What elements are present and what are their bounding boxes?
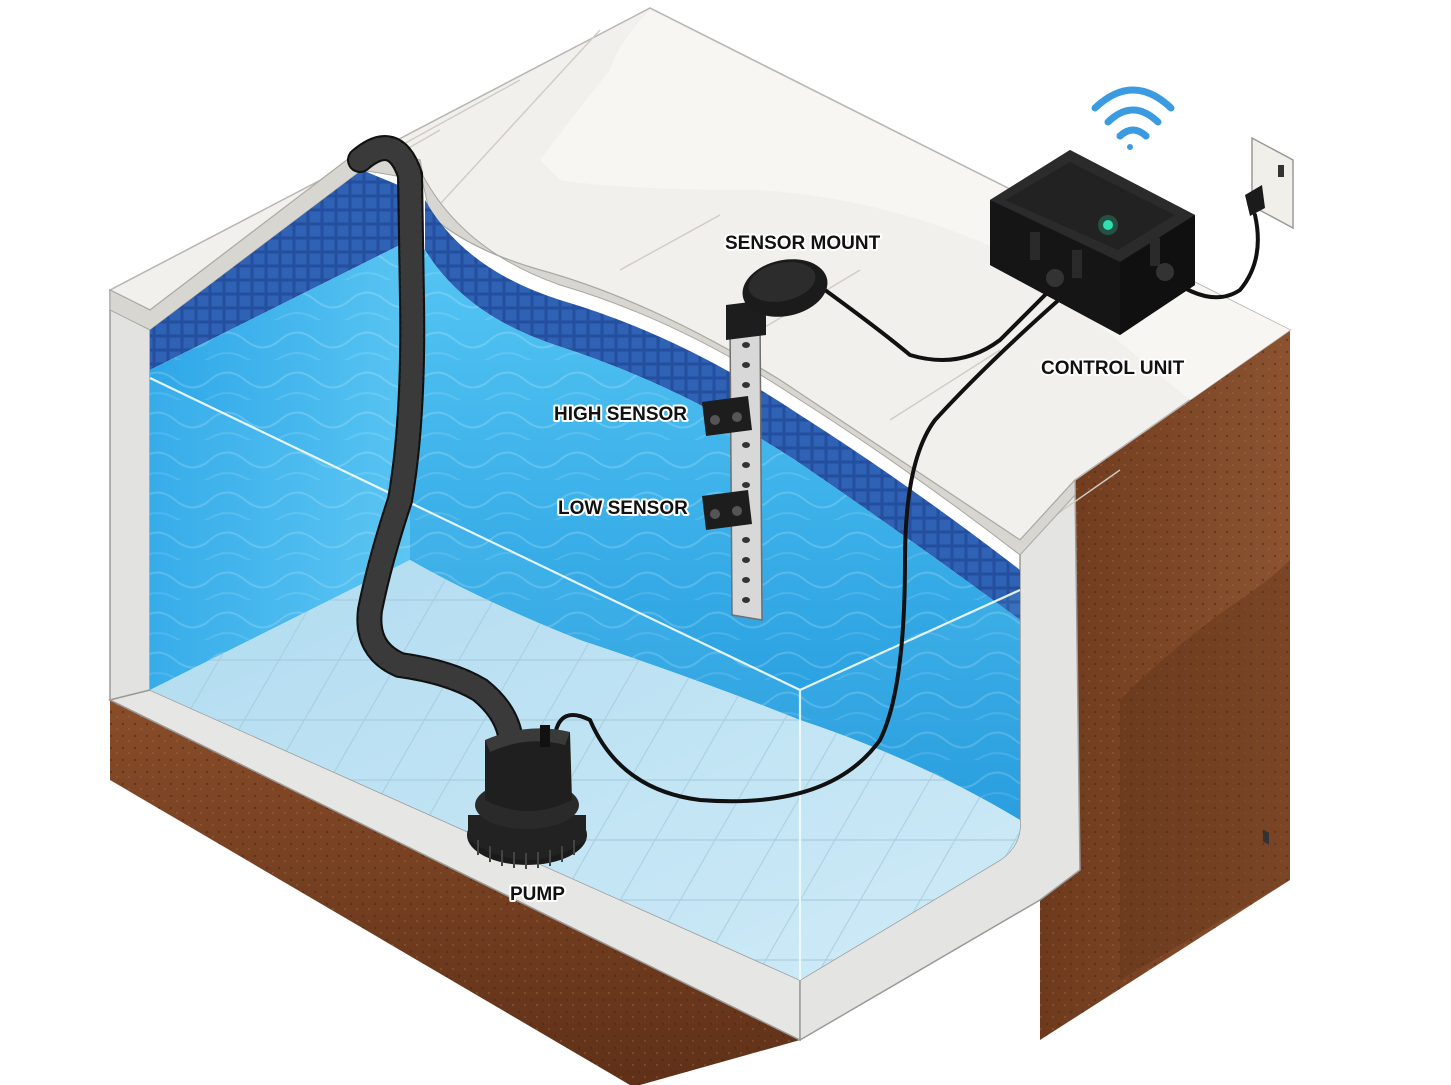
power-outlet-icon [1245, 136, 1294, 845]
tile-band-left [150, 170, 410, 370]
low-sensor-label: LOW SENSOR [558, 498, 688, 519]
pump-unit [467, 725, 587, 869]
sensor-mount [702, 259, 828, 621]
discharge-hose [347, 135, 523, 748]
pool-water [149, 240, 1021, 980]
left-wall-section [109, 288, 151, 701]
control-unit-label: CONTROL UNIT [1041, 358, 1185, 379]
pump-cable [553, 288, 1072, 804]
water-surface-outline [149, 377, 1021, 980]
low-sensor-unit [702, 490, 752, 530]
sensor-cable [823, 283, 1057, 362]
pump-label: PUMP [510, 884, 565, 905]
cables [553, 213, 1260, 804]
status-led-icon [1103, 220, 1113, 230]
power-cable [1163, 213, 1260, 300]
high-sensor-unit [702, 396, 752, 436]
high-sensor-label: HIGH SENSOR [554, 404, 687, 425]
wifi-icon [1091, 86, 1175, 150]
control-unit [990, 150, 1195, 335]
soil-block [110, 330, 1290, 1085]
sensor-mount-label: SENSOR MOUNT [725, 233, 881, 254]
